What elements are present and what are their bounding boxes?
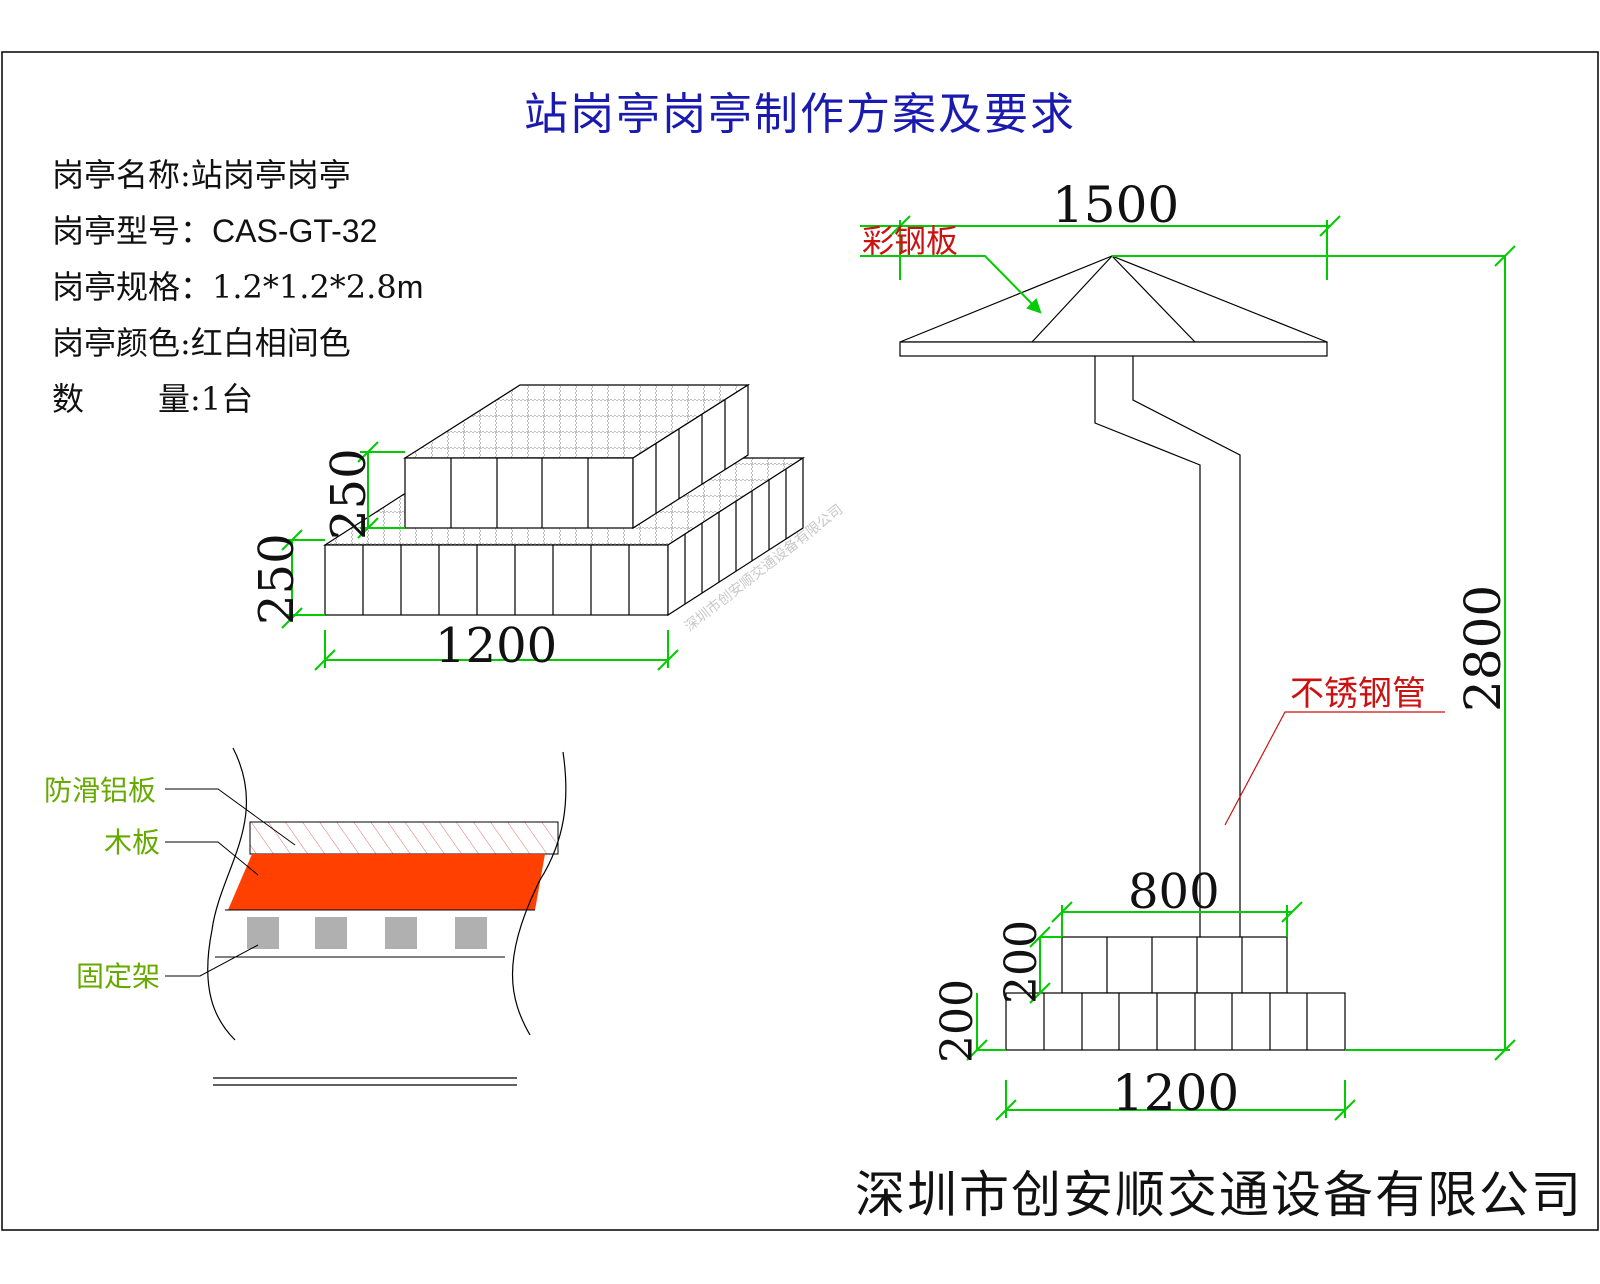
frame-blocks [247,917,487,949]
anti-slip-layer [249,821,559,855]
spec-name-value: 站岗亭岗亭 [190,156,351,194]
platform-dim-top: 250 [321,448,377,540]
height-label: 2800 [1454,585,1512,712]
platform-iso-drawing [322,383,806,617]
pole-leader [1224,711,1445,826]
platform-dim-width: 1200 [435,618,557,674]
section-break-left [207,747,248,1041]
base-top-width-label: 800 [1128,864,1220,920]
spec-quantity: 数 量:1台 [52,374,253,420]
roof-width-label: 1500 [1052,176,1179,234]
spec-model: 岗亭型号：CAS-GT-32 [52,206,377,252]
elevation-drawing [899,255,1346,1051]
spec-model-value: CAS-GT-32 [212,213,378,249]
pole-callout: 不锈钢管 [1290,674,1426,714]
page-title: 站岗亭岗亭制作方案及要求 [524,89,1076,140]
spec-model-label: 岗亭型号： [52,212,213,250]
spec-color: 岗亭颜色:红白相间色 [52,318,351,364]
spec-color-label: 岗亭颜色: [52,324,191,362]
top-tier-front-slats [450,458,589,528]
spec-qty-value: 1台 [200,380,254,418]
base-bottom [1005,992,1346,1051]
section-break-right [511,751,567,1036]
pole-left [1094,356,1201,937]
section-label-wood: 木板 [104,826,160,859]
bottom-tier-front [324,544,669,616]
section-label-anti-slip: 防滑铝板 [44,774,156,807]
base-top [1061,936,1288,994]
roof [899,255,1328,343]
wood-layer [228,854,545,910]
spec-qty-label-2: 量: [158,380,201,418]
top-tier-front [404,457,634,529]
spec-name: 岗亭名称:站岗亭岗亭 [52,150,351,196]
drawing-frame [1,51,1599,1231]
platform-dim-bottom: 250 [249,533,305,625]
spec-size-unit: m [396,269,424,305]
elevation-dimensions [860,215,1516,1121]
bottom-tier-side-slats [684,469,787,604]
spec-size-label: 岗亭规格： [52,268,213,306]
roof-callout: 彩钢板 [862,222,958,260]
roof-rim [899,341,1328,357]
spec-qty-label: 数 [52,380,85,418]
company-name: 深圳市创安顺交通设备有限公司 [855,1166,1583,1224]
section-label-frame: 固定架 [76,960,160,993]
pole-right [1132,356,1241,937]
platform-dimensions [281,441,679,671]
spec-name-label: 岗亭名称: [52,156,191,194]
spec-size: 岗亭规格：1.2*1.2*2.8m [52,262,423,308]
top-tier-side-slats [655,400,726,513]
base-bottom-height-label: 200 [932,979,983,1063]
base-top-height-label: 200 [996,920,1047,1004]
section-detail [165,747,567,1086]
bottom-tier-front-slats [362,545,630,615]
spec-size-value: 1.2*1.2*2.8 [212,268,397,306]
base-width-label: 1200 [1112,1064,1239,1122]
top-tier-side [632,383,749,530]
spec-color-value: 红白相间色 [190,324,351,362]
